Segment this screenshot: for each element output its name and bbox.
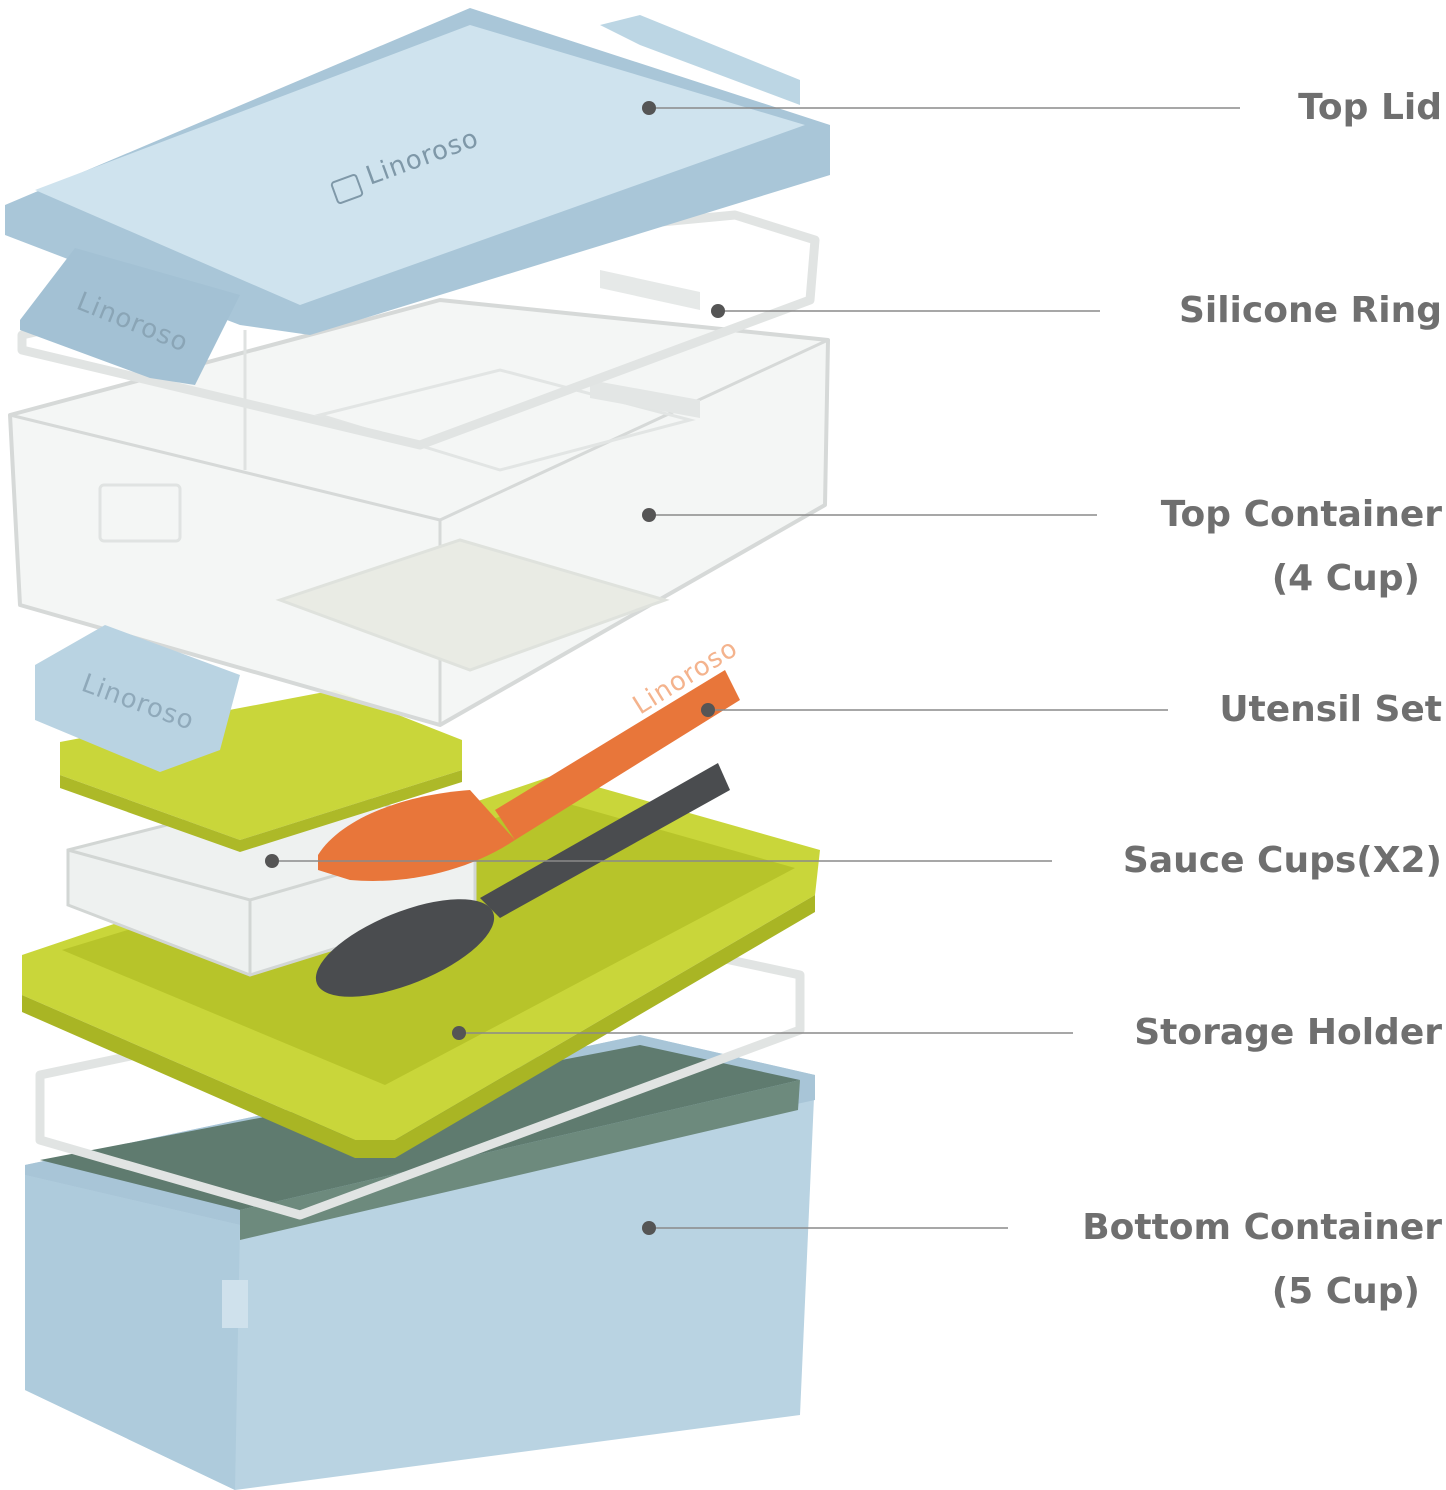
dot-top-container: [642, 508, 656, 522]
label-utensil-set-text: Utensil Set: [1219, 689, 1442, 730]
label-bottom-container: Bottom Container (5 Cup): [1082, 1196, 1442, 1324]
label-top-container-text: Top Container: [1160, 494, 1442, 535]
label-sauce-cups: Sauce Cups(X2): [1123, 829, 1442, 893]
dot-utensil-set: [701, 703, 715, 717]
label-bottom-container-capacity: (5 Cup): [1271, 1271, 1420, 1312]
label-top-lid-text: Top Lid: [1298, 87, 1442, 128]
top-lid-illustration: Linoroso Linoroso: [5, 8, 830, 385]
callout-dots: [265, 101, 725, 1235]
label-silicone-ring-text: Silicone Ring: [1178, 290, 1442, 331]
label-utensil-set: Utensil Set: [1219, 678, 1442, 742]
callout-leaders: [272, 107, 1240, 1229]
label-top-container: Top Container (4 Cup): [1161, 483, 1442, 611]
dot-storage-holder: [452, 1026, 466, 1040]
spoon-illustration: [315, 763, 730, 997]
brand-logo-icon: [330, 174, 364, 204]
label-bottom-container-text: Bottom Container: [1082, 1207, 1442, 1248]
dot-sauce-cups: [265, 854, 279, 868]
label-top-container-capacity: (4 Cup): [1271, 558, 1420, 599]
bottom-container-illustration: [25, 1035, 815, 1490]
label-storage-holder: Storage Holder: [1134, 1001, 1442, 1065]
label-sauce-cups-text: Sauce Cups(X2): [1122, 840, 1442, 881]
top-container-illustration: [8, 270, 830, 727]
label-silicone-ring: Silicone Ring: [1179, 279, 1442, 343]
label-top-lid: Top Lid: [1298, 76, 1442, 140]
top-container-clip: Linoroso: [35, 625, 240, 772]
dot-top-lid: [642, 101, 656, 115]
dot-silicone-ring: [711, 304, 725, 318]
label-storage-holder-text: Storage Holder: [1134, 1012, 1442, 1053]
dot-bottom-container: [642, 1221, 656, 1235]
